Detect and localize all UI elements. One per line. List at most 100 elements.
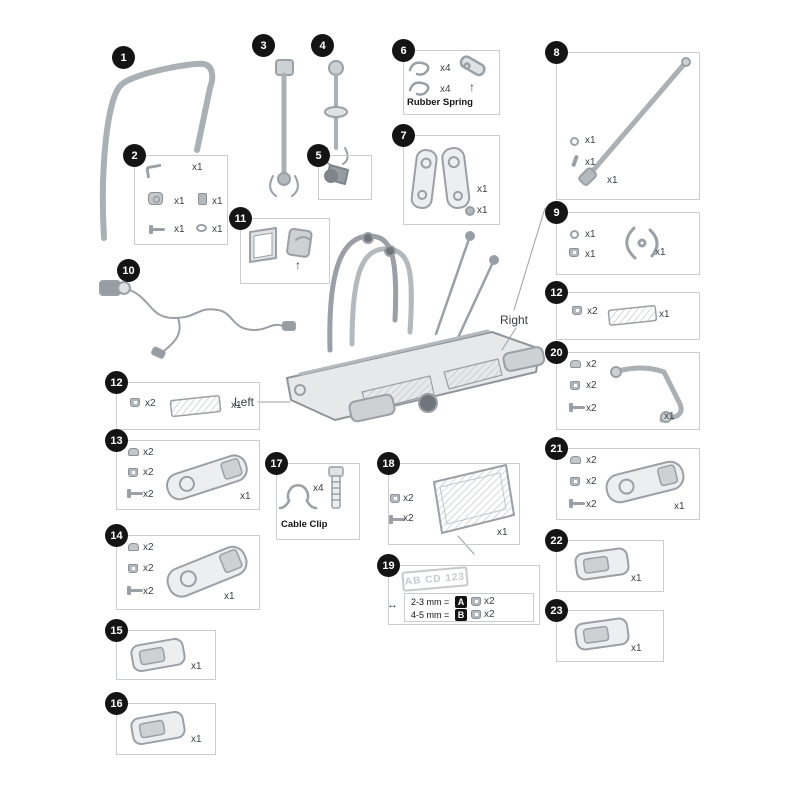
qty-label: x1 xyxy=(664,411,675,422)
parts-box-16 xyxy=(116,703,216,755)
qty-label: x2 xyxy=(586,455,597,466)
qty-label: x1 xyxy=(674,501,685,512)
callout-badge-13: 13 xyxy=(105,429,128,452)
right-side-label: Right xyxy=(500,313,529,327)
left-side-label: Left xyxy=(234,395,255,409)
parts-box-12-left xyxy=(116,382,260,430)
up-arrow-icon: ↑ xyxy=(295,258,301,272)
qty-label: x4 xyxy=(313,483,324,494)
rubber-spring-caption: Rubber Spring xyxy=(407,97,473,108)
screw-icon xyxy=(389,515,405,524)
qty-label: x2 xyxy=(586,403,597,414)
qty-label: x1 xyxy=(585,249,596,260)
parts-box-23 xyxy=(556,610,664,662)
callout-badge-20: 20 xyxy=(545,341,568,364)
qty-label: x1 xyxy=(607,175,618,186)
parts-box-6 xyxy=(403,50,500,115)
lamp-pod-art xyxy=(574,547,630,581)
clip-icon xyxy=(128,564,138,573)
clip-icon xyxy=(570,381,580,390)
qty-label: x1 xyxy=(212,196,223,207)
qty-label: x1 xyxy=(191,734,202,745)
parts-box-19 xyxy=(388,565,540,625)
gap-range-label: 4-5 mm = xyxy=(411,610,450,620)
cable-tie-art xyxy=(328,466,344,509)
callout-badge-3: 3 xyxy=(252,34,275,57)
qty-label: x1 xyxy=(655,247,666,258)
callout-badge-21: 21 xyxy=(545,437,568,460)
screw-icon xyxy=(127,489,143,498)
tail-lamp-art xyxy=(605,460,685,504)
callout-badge-7: 7 xyxy=(392,124,415,147)
callout-badge-18: 18 xyxy=(377,452,400,475)
qty-label: x1 xyxy=(174,224,185,235)
callout-badge-1: 1 xyxy=(112,46,135,69)
cap-icon xyxy=(128,543,139,551)
callout-badge-14: 14 xyxy=(105,524,128,547)
callout-badge-9: 9 xyxy=(545,201,568,224)
rubber-spring-art xyxy=(408,55,486,96)
wiring-harness-art xyxy=(99,280,296,359)
parts-box-17 xyxy=(276,463,360,540)
clip-icon xyxy=(471,597,481,606)
callout-badge-16: 16 xyxy=(105,692,128,715)
clip-icon xyxy=(130,398,140,407)
screw-icon xyxy=(569,403,585,412)
callout-badge-6: 6 xyxy=(392,39,415,62)
reflector-plate-art xyxy=(169,394,222,418)
screw-icon xyxy=(149,225,165,234)
callout-badge-19: 19 xyxy=(377,554,400,577)
cap-icon xyxy=(570,456,581,464)
parts-box-13 xyxy=(116,440,260,510)
strap-buckle-art xyxy=(324,164,349,185)
qty-label: x1 xyxy=(659,309,670,320)
nut-icon xyxy=(198,193,207,205)
qty-label: x1 xyxy=(191,661,202,672)
parts-box-14 xyxy=(116,535,260,610)
tail-lamp-art xyxy=(166,454,248,501)
clip-icon xyxy=(471,610,481,619)
qty-label: x2 xyxy=(143,447,154,458)
lamp-pod-art xyxy=(130,710,186,746)
qty-label: x2 xyxy=(143,563,154,574)
clip-icon xyxy=(570,477,580,486)
qty-label: x2 xyxy=(145,398,156,409)
lamp-pod-art xyxy=(574,617,630,651)
circlip-icon xyxy=(570,137,579,146)
qty-label: x1 xyxy=(631,643,642,654)
callout-badge-22: 22 xyxy=(545,529,568,552)
qty-label: x2 xyxy=(143,542,154,553)
mount-plate-art xyxy=(410,147,475,216)
qty-label: x1 xyxy=(631,573,642,584)
qty-label: x1 xyxy=(212,224,223,235)
qty-label: x2 xyxy=(587,306,598,317)
main-carrier-art xyxy=(286,231,546,423)
qty-label: x1 xyxy=(192,162,203,173)
qty-label: x4 xyxy=(440,84,451,95)
option-b-badge: B xyxy=(455,609,467,621)
cap-icon xyxy=(570,360,581,368)
parts-box-9 xyxy=(556,212,700,275)
bike-arm-holder-art xyxy=(269,59,299,197)
clip-icon xyxy=(569,248,579,257)
qty-label: x1 xyxy=(174,196,185,207)
cap-icon xyxy=(128,448,139,456)
callout-badge-11: 11 xyxy=(229,207,252,230)
parts-box-12-right xyxy=(556,292,700,340)
qty-label: x1 xyxy=(585,135,596,146)
rear-frame-bar-art xyxy=(99,60,216,241)
knob-icon xyxy=(148,192,163,205)
up-arrow-icon: ↑ xyxy=(469,80,475,94)
parts-box-8 xyxy=(556,52,700,200)
callout-badge-15: 15 xyxy=(105,619,128,642)
qty-label: x1 xyxy=(585,157,596,168)
leader-line-right-2 xyxy=(501,327,517,351)
parts-box-5 xyxy=(318,155,372,200)
qty-label: x2 xyxy=(143,489,154,500)
clip-icon xyxy=(128,468,138,477)
qty-label: x1 xyxy=(477,205,488,216)
screw-icon xyxy=(569,499,585,508)
leader-line-19 xyxy=(457,535,475,555)
qty-label: x2 xyxy=(484,609,495,620)
